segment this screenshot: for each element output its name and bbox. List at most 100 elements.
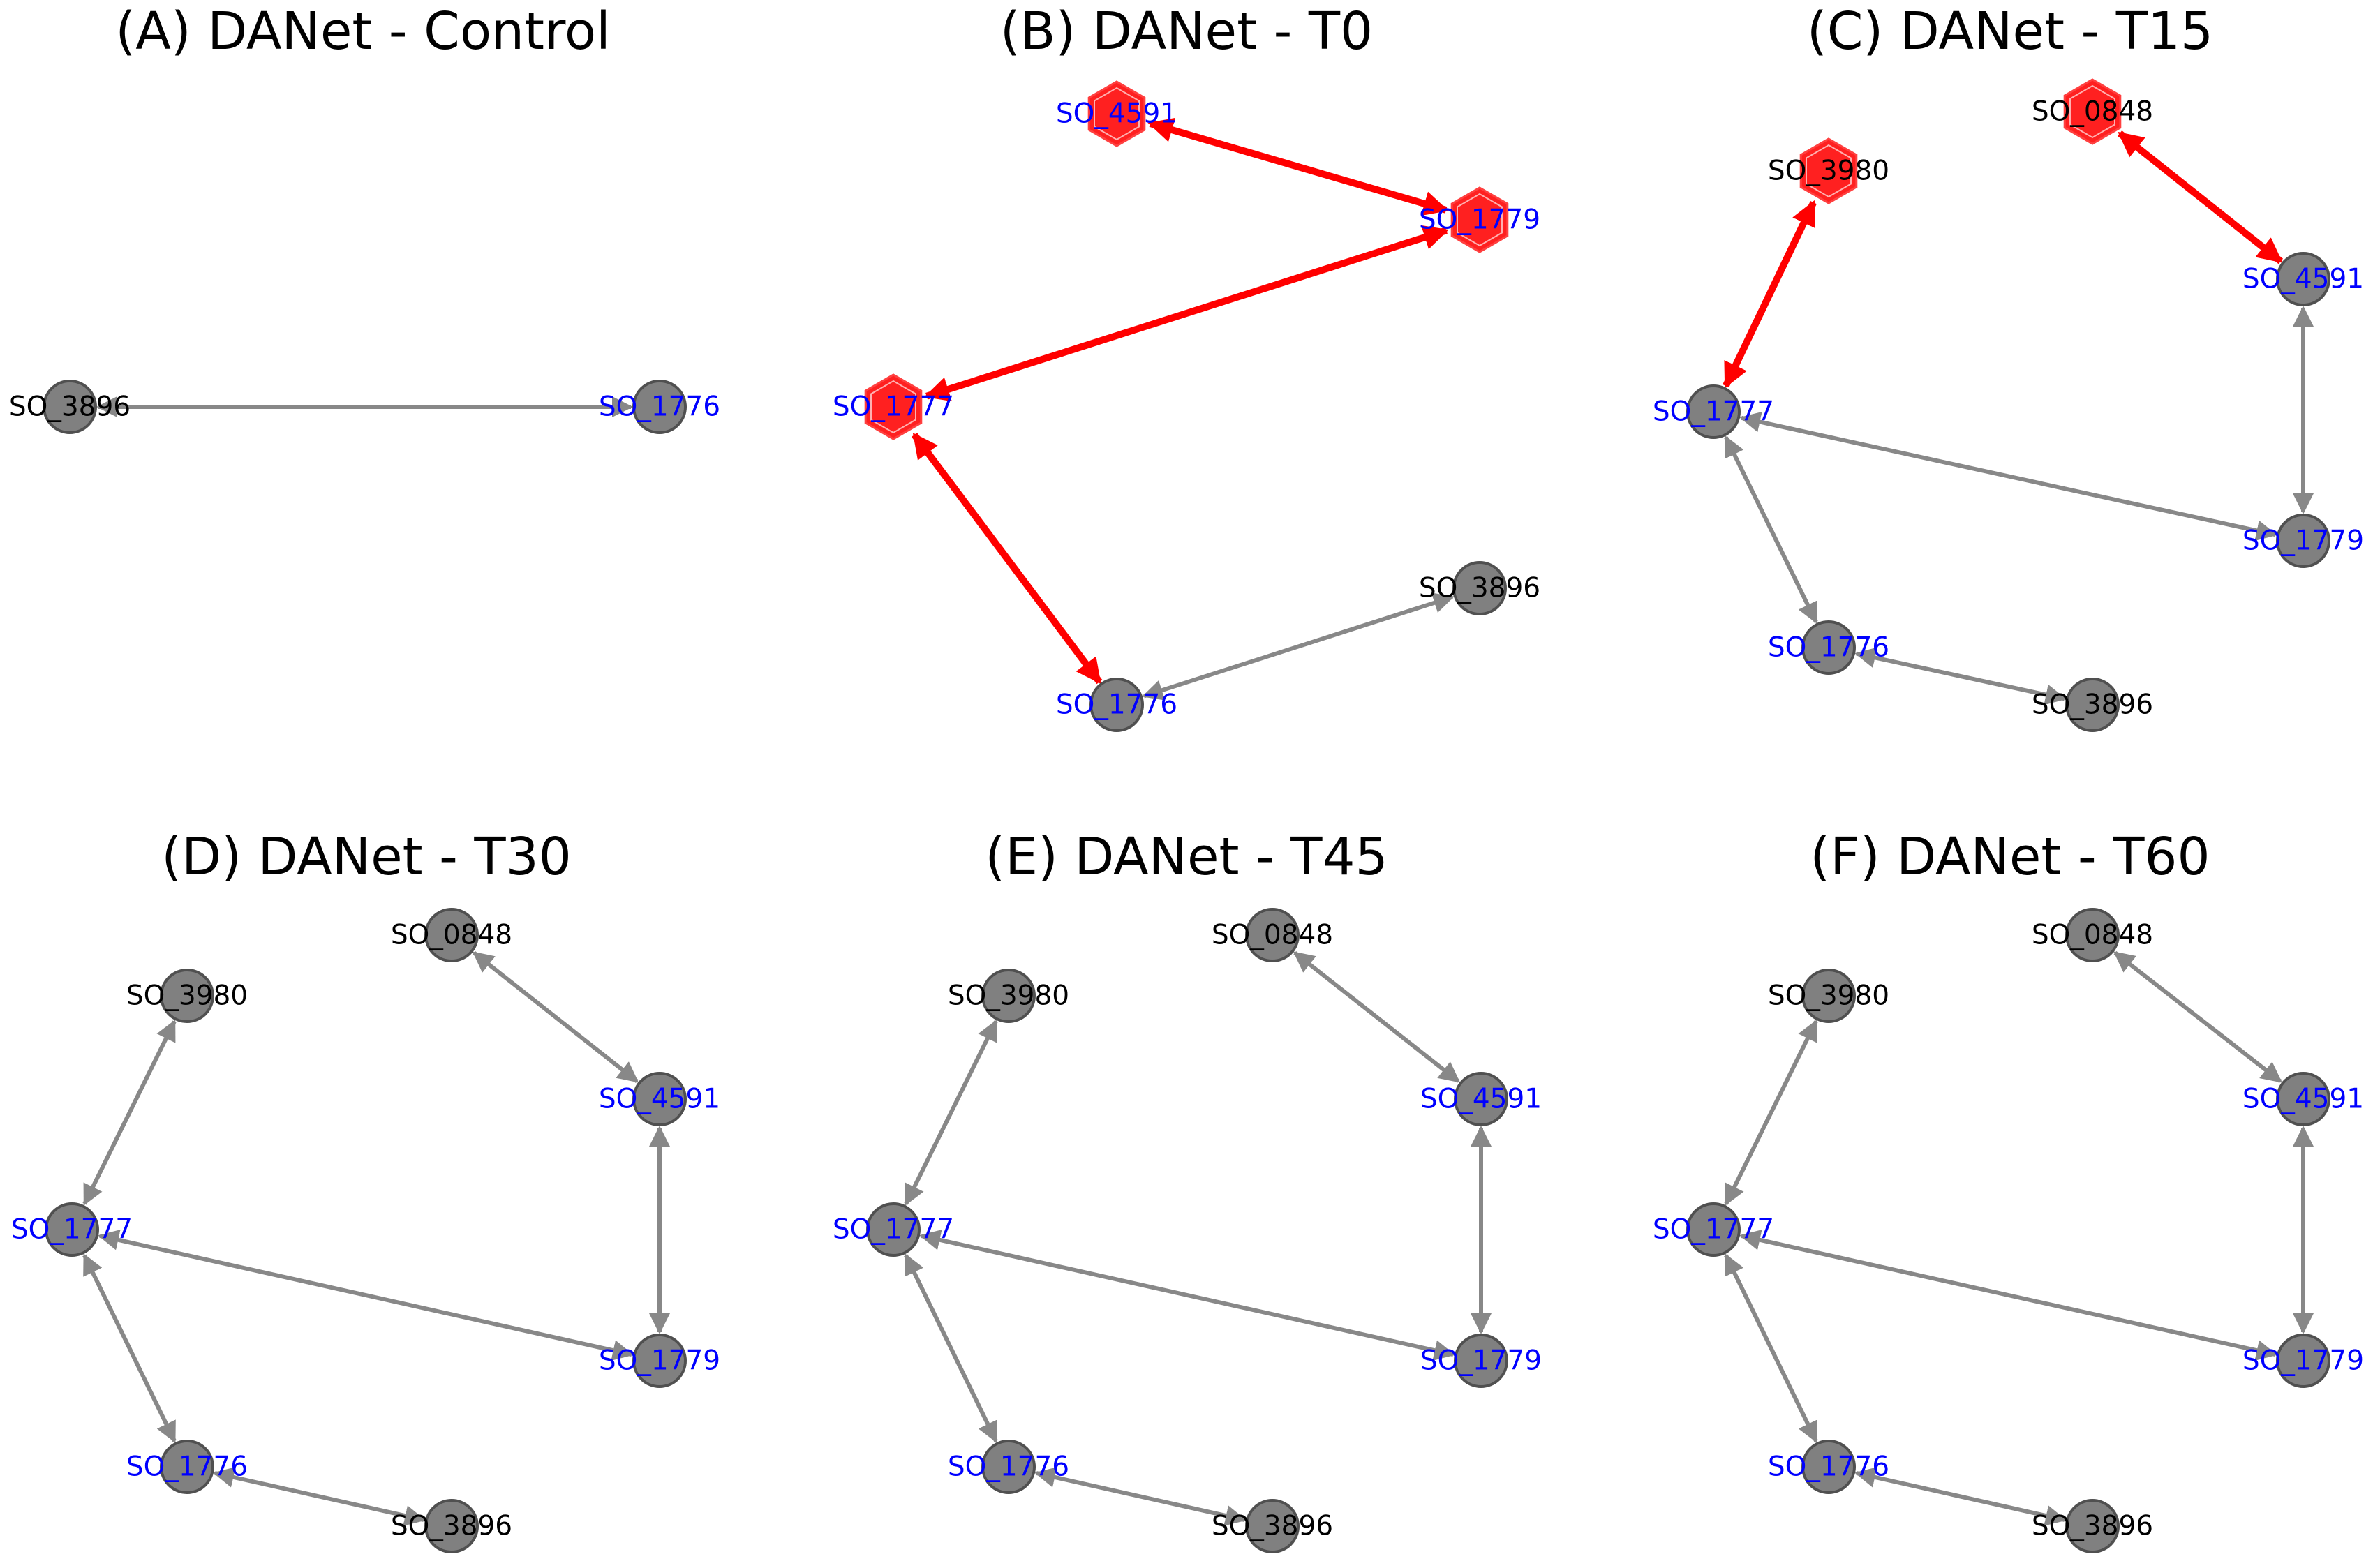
node-label: SO_3980 [1768,980,1889,1012]
node-label: SO_1779 [1419,204,1540,236]
node-circle [632,1334,687,1388]
panel-e-nodes: SO_0848SO_3980SO_4591SO_1777SO_1779SO_17… [833,908,1542,1553]
highlight-hexagon [1450,186,1509,253]
highlight-hexagon [1087,80,1146,147]
edge-so4591-so1779 [1147,117,1449,216]
edge-so1777-so1776 [904,1253,998,1443]
node-label: SO_1777 [833,1214,954,1246]
node-circle [632,380,687,434]
node-label: SO_3980 [1768,156,1889,187]
node-circle [981,969,1036,1023]
edge-so1779-so1777 [919,1230,1455,1361]
node-circle [1686,384,1741,439]
node-circle [1801,620,1856,675]
node-label: SO_3980 [126,980,248,1012]
node-so1777: SO_1777 [833,373,954,440]
node-label: SO_1779 [2242,1345,2364,1377]
node-label: SO_4591 [599,1084,720,1115]
edge-so0848-so4591 [472,951,639,1083]
node-so3896: SO_3896 [391,1499,512,1553]
node-so3980: SO_3980 [1768,969,1889,1023]
highlight-hexagon-inner [870,380,916,434]
node-circle [981,1440,1036,1494]
node-so4591: SO_4591 [2242,1072,2364,1126]
node-circle [2065,1499,2120,1553]
node-label: SO_4591 [1056,98,1177,130]
node-label: SO_3896 [1419,573,1540,604]
edge-so1779-so1777 [924,225,1449,402]
node-label: SO_1776 [1768,632,1889,664]
panel-f-title: (F) DANet - T60 [1810,827,2210,887]
node-label: SO_1776 [599,391,720,423]
panel-e: (E) DANet - T45 SO_0848SO_3980SO_4591SO_… [833,827,1542,1553]
panel-c: (C) DANet - T15 SO_0848SO_3980SO_4591SO_… [1653,1,2364,732]
node-label: SO_1776 [948,1451,1069,1483]
edge-so1777-so1776 [1724,435,1818,624]
node-label: SO_1779 [2242,525,2364,557]
edge-so1776-so3896 [1034,1467,1247,1526]
node-so3896: SO_3896 [9,380,131,434]
panel-b-edges [911,117,1455,701]
edge-so0848-so4591 [2117,130,2284,264]
node-so1776: SO_1776 [1056,678,1177,732]
panel-d-nodes: SO_0848SO_3980SO_4591SO_1777SO_1779SO_17… [11,908,720,1553]
node-so1777: SO_1777 [11,1202,133,1257]
edge-so3980-so1777 [904,1020,998,1206]
edge-so1779-so1777 [98,1230,634,1361]
node-so3896: SO_3896 [2032,678,2153,732]
node-circle [1089,678,1144,732]
highlight-hexagon [864,373,923,440]
node-so1779: SO_1779 [599,1334,720,1388]
node-label: SO_1776 [1768,1451,1889,1483]
node-so1776: SO_1776 [1768,1440,1889,1494]
node-circle [632,1072,687,1126]
panel-d-title: (D) DANet - T30 [161,827,572,887]
node-label: SO_1777 [833,391,954,423]
panel-d-edges [82,951,670,1526]
node-so1776: SO_1776 [1768,620,1889,675]
node-label: SO_3980 [948,980,1069,1012]
node-so1779: SO_1779 [2242,514,2364,568]
edge-so0848-so4591 [1293,950,1461,1084]
node-circle [424,908,479,962]
edge-so1776-so3896 [1854,1467,2067,1526]
node-so0848: SO_0848 [1212,908,1333,962]
node-so3896: SO_3896 [1419,561,1540,615]
node-label: SO_4591 [1420,1084,1542,1115]
edge-so0848-so4591 [2113,950,2282,1084]
node-circle [1686,1202,1741,1257]
node-label: SO_3896 [391,1511,512,1542]
node-so1777: SO_1777 [833,1202,954,1257]
edge-so3980-so1777 [1723,200,1817,389]
node-circle [2276,1072,2330,1126]
node-label: SO_1779 [599,1345,720,1377]
node-circle [160,1440,214,1494]
highlight-hexagon [2063,78,2122,145]
panel-b-title: (B) DANet - T0 [1000,1,1373,61]
node-circle [1452,561,1507,615]
node-so0848: SO_0848 [2032,908,2153,962]
node-circle [424,1499,479,1553]
node-label: SO_0848 [2032,920,2153,951]
node-so4591: SO_4591 [599,1072,720,1126]
node-label: SO_1776 [126,1451,248,1483]
node-label: SO_3896 [1212,1511,1333,1542]
node-label: SO_3896 [2032,1511,2153,1542]
panel-c-title: (C) DANet - T15 [1807,1,2213,61]
node-so1777: SO_1777 [1653,384,1774,439]
node-circle [1801,1440,1856,1494]
node-so3980: SO_3980 [948,969,1069,1023]
node-so1776: SO_1776 [599,380,720,434]
edge-so1777-so1776 [911,433,1103,685]
node-label: SO_1776 [1056,689,1177,721]
panel-f-nodes: SO_0848SO_3980SO_4591SO_1777SO_1779SO_17… [1653,908,2364,1553]
node-so3896: SO_3896 [2032,1499,2153,1553]
node-so3980: SO_3980 [1768,137,1889,204]
node-so4591: SO_4591 [1056,80,1177,147]
node-circle [160,969,214,1023]
panel-a-nodes: SO_3896 SO_1776 [9,380,720,434]
node-circle [2276,1334,2330,1388]
